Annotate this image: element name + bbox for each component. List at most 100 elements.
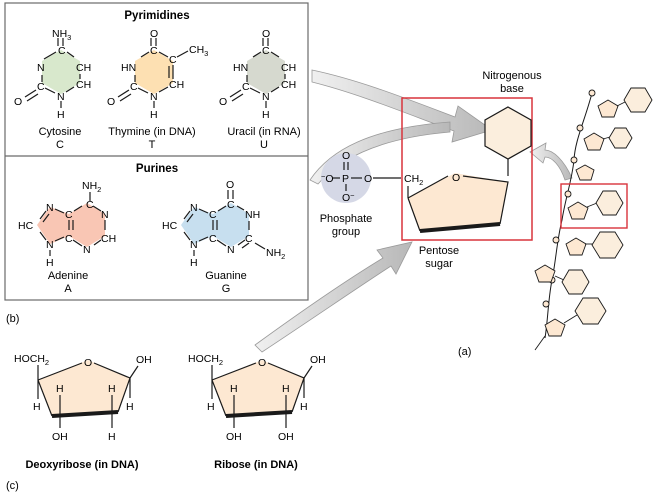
guanine-nh-label: NH <box>245 209 260 221</box>
bond <box>216 239 227 247</box>
deoxyribose-o-label: O <box>84 357 92 369</box>
thymine-hn-label: HN <box>121 62 136 74</box>
cytosine-nh3-label: NH3 <box>52 28 71 42</box>
bond <box>198 208 209 214</box>
phosphate-bead <box>570 156 578 164</box>
strand-nucleotide <box>534 264 590 295</box>
panel-a-label: (a) <box>458 346 471 358</box>
bond <box>249 87 261 94</box>
panel-b-label: (b) <box>6 313 19 325</box>
deoxyribose-hoch2-label: HOCH2 <box>14 353 49 367</box>
deoxyribose-h1-label: H <box>33 401 41 413</box>
uracil-o-top-label: O <box>262 28 270 40</box>
adenine-molecule: NH2 C N CH N C C N HC N H Adenine A <box>18 180 116 295</box>
deoxyribose-h2-label: H <box>56 383 64 395</box>
adenine-ch-label: CH <box>101 233 116 245</box>
bond <box>198 236 209 242</box>
thymine-h-label: H <box>150 109 158 121</box>
pyrimidines-heading: Pyrimidines <box>124 10 189 22</box>
bond <box>586 202 598 208</box>
ribose-h4-label: H <box>300 401 308 413</box>
bond <box>211 379 227 417</box>
adenine-five-ring-fill <box>37 207 69 244</box>
base-hexagon <box>608 127 633 149</box>
deoxyribose-ring-fill <box>38 360 130 416</box>
bond <box>563 314 578 324</box>
ribose-oh2-label: OH <box>226 431 242 443</box>
sugar-bold-edge <box>419 222 501 233</box>
adenine-c3-label: C <box>65 233 73 245</box>
cytosine-ch1-label: CH <box>76 62 91 74</box>
guanine-c3-label: C <box>209 209 217 221</box>
bond <box>140 51 150 58</box>
sugar-pentagon <box>565 237 587 256</box>
base-label-line1: Nitrogenous <box>482 70 542 82</box>
ribose-h1-label: H <box>207 401 215 413</box>
guanine-n3-label: N <box>227 244 235 256</box>
bond <box>229 89 242 98</box>
sugar-label-line1: Pentose <box>419 245 459 257</box>
bond <box>176 50 189 58</box>
sugar-label-line2: sugar <box>425 258 453 270</box>
uracil-ch1-label: CH <box>281 62 296 74</box>
panel-c-label: (c) <box>6 480 19 492</box>
adenine-hc-label: HC <box>18 220 34 232</box>
guanine-five-ring-fill <box>181 207 213 244</box>
cytosine-h-label: H <box>57 109 65 121</box>
bond <box>158 51 169 58</box>
thymine-c2-label: C <box>169 54 177 66</box>
cytosine-ch2-label: CH <box>76 79 91 91</box>
bond <box>65 86 75 93</box>
dna-strand <box>534 87 653 351</box>
thymine-ring-fill <box>135 50 173 94</box>
bond <box>117 89 130 98</box>
phosphate-o-bottom: O− <box>342 191 355 204</box>
bond <box>37 362 83 381</box>
phosphate-o-right: O <box>364 173 372 185</box>
bond <box>54 208 65 214</box>
bond <box>183 231 191 241</box>
bond <box>602 136 611 140</box>
adenine-c2-label: C <box>65 209 73 221</box>
sugar-pentagon <box>534 264 556 283</box>
ribose-molecule: O HOCH2 OH H H OH H OH H Ribose (in DNA) <box>188 353 326 471</box>
deoxyribose-name: Deoxyribose (in DNA) <box>25 459 138 471</box>
bond <box>137 87 149 94</box>
guanine-n1-label: N <box>190 202 198 214</box>
cytosine-letter: C <box>56 139 64 151</box>
guanine-c1-label: C <box>227 199 235 211</box>
base-hexagon <box>595 190 624 216</box>
ribose-o-label: O <box>258 357 266 369</box>
bond <box>73 205 83 212</box>
sugar-ch2-label: CH2 <box>404 173 423 187</box>
guanine-h-label: H <box>190 257 198 269</box>
sugar-pentagon <box>575 164 595 181</box>
phosphate-p: P <box>342 173 349 185</box>
cytosine-n2-label: N <box>57 91 65 103</box>
base-hexagon <box>574 297 607 325</box>
adenine-c1-label: C <box>86 199 94 211</box>
uracil-letter: U <box>260 139 268 151</box>
base-label-line2: base <box>500 83 524 95</box>
thymine-c3-label: C <box>130 81 138 93</box>
bond <box>39 231 47 241</box>
thymine-letter: T <box>149 139 156 151</box>
ribose-hoch2-label: HOCH2 <box>188 353 223 367</box>
bond <box>119 93 132 102</box>
deoxyribose-oh1-label: OH <box>136 354 152 366</box>
bond <box>186 213 194 223</box>
sugar-edge <box>407 197 421 232</box>
bond <box>92 205 102 212</box>
phosphate-bead <box>588 89 596 97</box>
guanine-molecule: O C NH C NH2 N C C N HC N H Guanine G <box>162 179 285 295</box>
ribose-oh3-label: OH <box>278 431 294 443</box>
adenine-h-label: H <box>46 257 54 269</box>
deoxyribose-h3-label: H <box>108 383 116 395</box>
base-hexagon <box>561 269 590 295</box>
thymine-o-label: O <box>107 96 115 108</box>
phosphate-bead <box>564 190 572 198</box>
uracil-molecule: O HN C CH CH C O N H Uracil (in RNA) U <box>219 28 301 151</box>
bond <box>39 210 47 220</box>
cytosine-n1-label: N <box>37 62 45 74</box>
bold-edge <box>51 410 119 418</box>
